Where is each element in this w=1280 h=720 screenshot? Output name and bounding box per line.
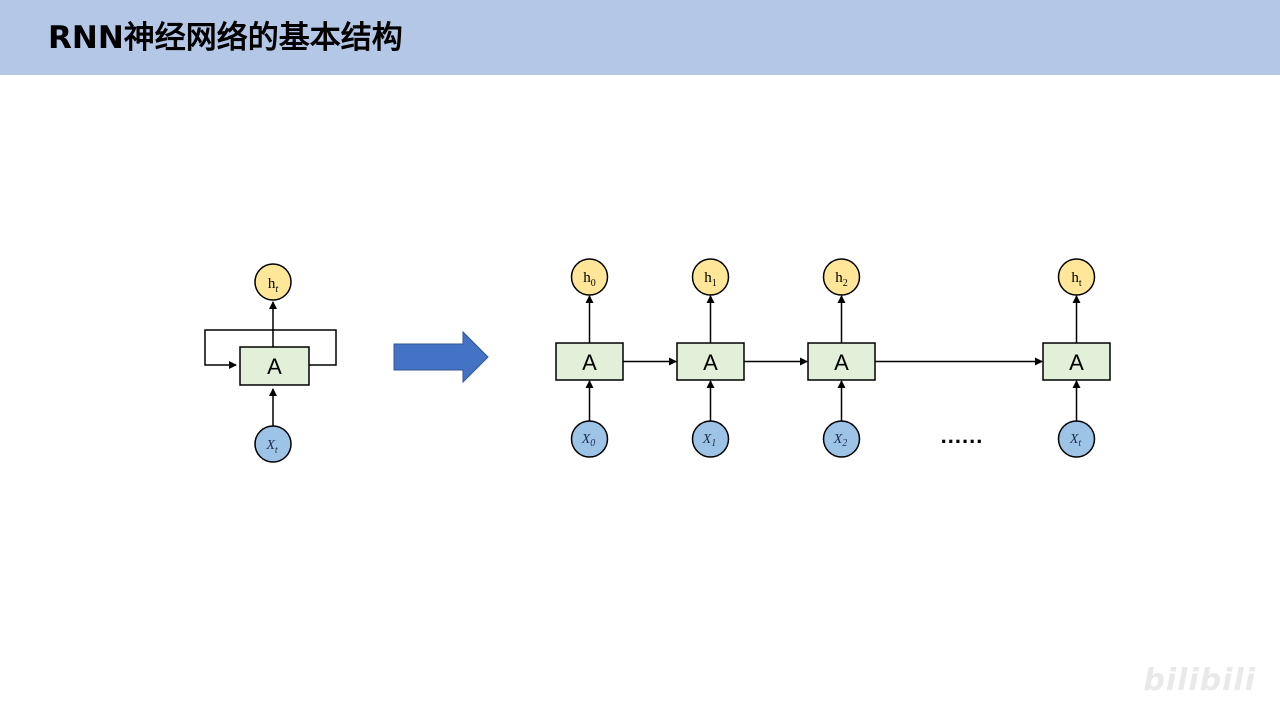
unrolled-input-node-2 xyxy=(822,420,861,458)
unrolled-input-label-2: X2 xyxy=(833,432,848,449)
unrolled-output-label-2: h2 xyxy=(835,270,848,289)
unrolled-cell-0 xyxy=(555,342,624,381)
folded-input-node xyxy=(254,425,292,463)
slide-title: RNN神经网络的基本结构 xyxy=(48,20,403,56)
unrolled-cell-3 xyxy=(1042,342,1111,381)
folded-input-label: Xt xyxy=(265,438,278,456)
folded-rnn: A ht Xt xyxy=(204,263,337,463)
unrolled-input-label-1: X1 xyxy=(702,432,717,449)
unrolled-input-node-0 xyxy=(570,420,609,458)
unroll-arrow xyxy=(393,330,489,384)
recurrent-loop-line xyxy=(204,329,337,369)
header-bar xyxy=(0,0,1280,75)
folded-cell xyxy=(239,346,310,386)
unrolled-output-node-2 xyxy=(822,258,861,296)
folded-cell-label: A xyxy=(267,354,282,379)
folded-output-node xyxy=(254,263,292,301)
unrolled-output-label-3: ht xyxy=(1071,270,1082,289)
unrolled-output-label-0: h0 xyxy=(583,270,596,289)
unrolled-cell-2 xyxy=(807,342,876,381)
unrolled-output-label-1: h1 xyxy=(704,270,717,289)
unrolled-output-node-3 xyxy=(1057,258,1096,296)
unrolled-cell-label-0: A xyxy=(582,350,597,375)
unrolled-input-label-0: X0 xyxy=(581,432,596,449)
unrolled-input-node-3 xyxy=(1057,420,1096,458)
unrolled-output-node-0 xyxy=(570,258,609,296)
sequence-ellipsis: ...... xyxy=(941,423,984,448)
unrolled-cell-label-2: A xyxy=(834,350,849,375)
unrolled-cell-1 xyxy=(676,342,745,381)
unrolled-cell-label-1: A xyxy=(703,350,718,375)
watermark: bilibili xyxy=(1143,663,1256,698)
unrolled-cell-label-3: A xyxy=(1069,350,1084,375)
unrolled-input-node-1 xyxy=(691,420,730,458)
unrolled-input-label-3: Xt xyxy=(1069,432,1082,449)
unrolled-output-node-1 xyxy=(691,258,730,296)
folded-output-label: ht xyxy=(268,276,279,295)
